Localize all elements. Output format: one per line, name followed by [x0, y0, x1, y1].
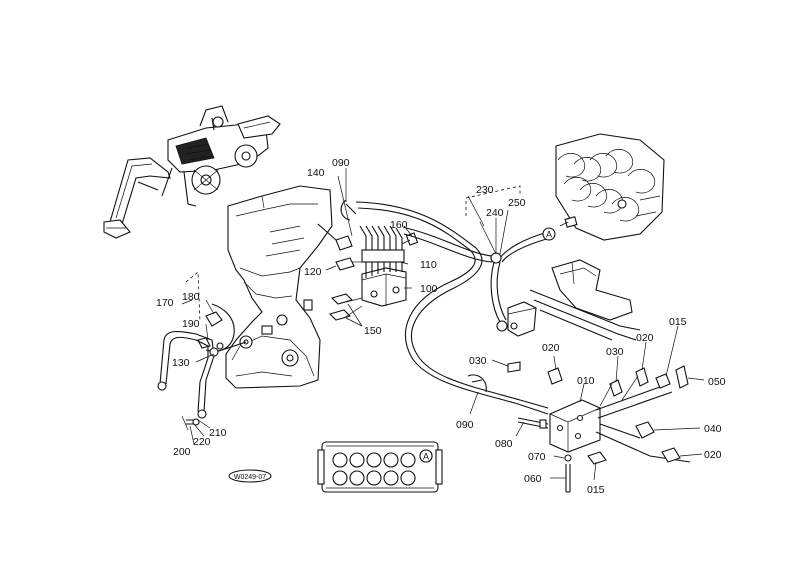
valve-block-010	[507, 361, 691, 493]
backhoe-tractor-illustration	[103, 105, 281, 239]
part-label-140: 140	[307, 167, 325, 179]
part-label-160: 160	[390, 219, 408, 231]
reference-marker-a-lower-label: A	[423, 452, 429, 462]
reference-marker-a-upper-label: A	[546, 230, 552, 240]
valve-bank-top-view	[317, 441, 443, 493]
part-label-170: 170	[156, 297, 174, 309]
part-label-015-bottom: 015	[587, 484, 605, 496]
hose-clamp-090-lower	[467, 374, 487, 393]
part-label-020-left: 020	[542, 342, 560, 354]
part-label-020-bottom: 020	[704, 449, 722, 461]
part-label-180: 180	[182, 291, 200, 303]
part-label-210: 210	[209, 427, 227, 439]
valve-spool-row	[332, 452, 416, 486]
part-label-120: 120	[304, 266, 322, 278]
part-label-015-top: 015	[669, 316, 687, 328]
part-label-090-upper: 090	[332, 157, 350, 169]
part-label-060: 060	[524, 473, 542, 485]
part-label-100: 100	[420, 283, 438, 295]
part-label-110: 110	[420, 259, 437, 271]
part-label-030-right: 030	[606, 346, 624, 358]
hose-clamp-090-upper	[340, 199, 357, 221]
part-label-250: 250	[508, 197, 526, 209]
part-label-150: 150	[364, 325, 382, 337]
part-label-190: 190	[182, 318, 200, 330]
part-label-200: 200	[173, 446, 191, 458]
part-label-230: 230	[476, 184, 494, 196]
valve-assembly-100	[317, 223, 419, 321]
part-number-labels: 140 090 160 120 110 100 150 170 180 190 …	[156, 157, 726, 496]
hydraulic-hose-runs	[355, 201, 549, 415]
part-label-020-right: 020	[636, 332, 654, 344]
control-valve-bank	[555, 133, 665, 241]
part-label-070: 070	[528, 451, 546, 463]
part-label-220: 220	[193, 436, 211, 448]
leader-lines	[181, 168, 705, 481]
swing-frame-bracket	[225, 185, 333, 389]
reference-marker-a-upper: A	[542, 227, 556, 241]
part-label-240: 240	[486, 207, 504, 219]
part-label-080: 080	[495, 438, 513, 450]
part-label-030-left: 030	[469, 355, 487, 367]
part-label-010: 010	[577, 375, 595, 387]
part-label-090-lower: 090	[456, 419, 474, 431]
drawing-code-text: W0249-07	[234, 474, 266, 481]
part-label-130: 130	[172, 357, 190, 369]
drawing-code-badge: W0249-07	[228, 469, 272, 483]
left-hose-set	[157, 271, 247, 431]
part-label-040: 040	[704, 423, 722, 435]
hose-230-assembly	[465, 185, 551, 332]
lever-support-frame	[507, 259, 641, 341]
part-label-050: 050	[708, 376, 726, 388]
reference-marker-a-lower: A	[419, 449, 433, 463]
